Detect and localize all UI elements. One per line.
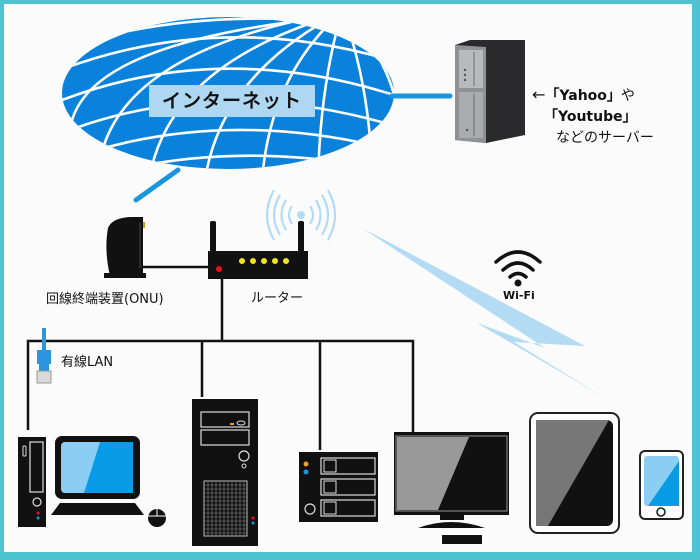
tv-icon [394,432,509,544]
server-annotation-youtube: 「Youtube」 [544,109,637,125]
lan-cable-plug-icon [36,328,52,384]
wifi-label: Wi-Fi [503,289,535,302]
wired-lan-label: 有線LAN [61,355,114,370]
wireless-signal-icon [265,189,337,241]
server-annotation-yahoo: 「Yahoo」 [545,88,621,104]
wired-lan-cabling [26,279,415,450]
smartphone-icon [639,450,684,520]
router-label: ルーター [251,291,304,306]
tablet-icon [529,412,620,534]
server-annotation-servers: などのサーバー [556,130,654,146]
wifi-symbol-icon [494,250,542,287]
wifi-lightning-icon [362,228,600,395]
onu-label: 回線終端装置(ONU) [46,292,164,307]
internet-label: インターネット [149,85,315,117]
server-annotation: ←「Yahoo」や 「Youtube」 などのサーバー [532,84,654,149]
onu-device-icon [104,217,146,278]
tower-pc-icon [192,399,258,546]
server-tower-icon [455,40,525,143]
internet-onu-link [133,167,181,203]
server-annotation-ya: や [620,88,635,104]
desktop-pc-icon [18,436,166,527]
router-icon [208,221,308,279]
arrow-left-icon: ← [532,85,546,104]
nas-storage-icon [299,452,378,522]
